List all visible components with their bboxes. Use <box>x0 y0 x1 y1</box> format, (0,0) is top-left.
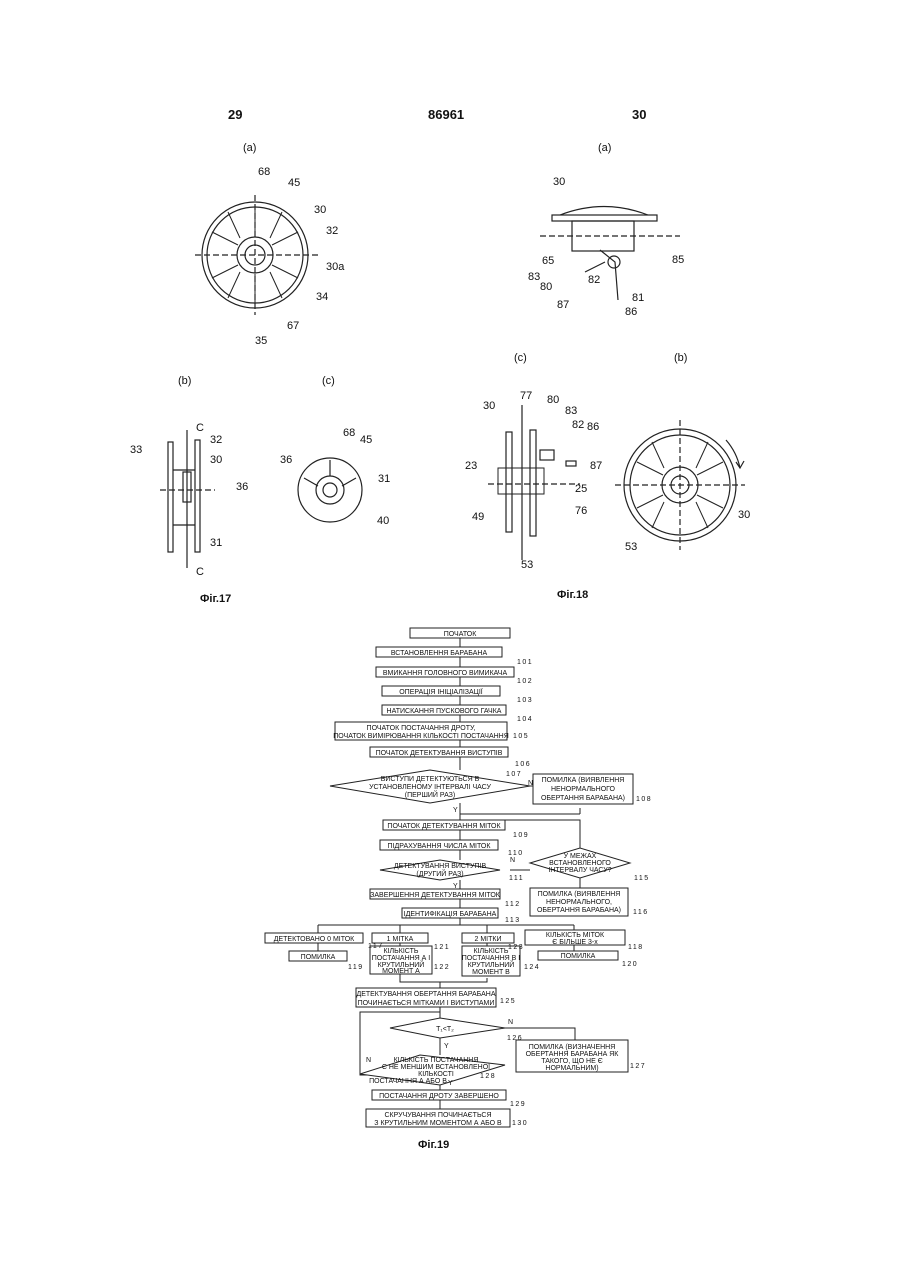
ref-number: 106 <box>515 761 531 768</box>
step-text: СКРУЧУВАННЯ ПОЧИНАЄТЬСЯ <box>384 1112 491 1119</box>
step-text: НАТИСКАННЯ ПУСКОВОГО ГАЧКА <box>387 708 502 715</box>
step-text: КІЛЬКІСТЬ ПОСТАЧАННЯ <box>394 1057 479 1064</box>
step-text: ПОМИЛКА (ВИЯВЛЕННЯ <box>542 777 625 784</box>
step-text: ЗАВЕРШЕННЯ ДЕТЕКТУВАННЯ МІТОК <box>370 892 501 899</box>
step-text: ДЕТЕКТУВАННЯ ВИСТУПІВ <box>394 863 487 870</box>
step-text: ОПЕРАЦІЯ ІНІЦІАЛІЗАЦІЇ <box>399 688 483 696</box>
step-text: ВМИКАННЯ ГОЛОВНОГО ВИМИКАЧА <box>383 670 508 677</box>
step-text: МОМЕНТ В <box>472 969 510 976</box>
step-text: ПОСТАЧАННЯ А АБО В <box>369 1078 447 1085</box>
ref-number: 122 <box>434 964 450 971</box>
ref-number: 120 <box>622 961 638 968</box>
step-text: КІЛЬКІСТЬ <box>474 948 509 955</box>
step-text: КІЛЬКІСТЬ <box>384 948 419 955</box>
step-text: ПОМИЛКА <box>301 954 336 961</box>
step-text: КІЛЬКІСТЬ МІТОК <box>546 932 605 939</box>
ref-number: 112 <box>505 901 521 908</box>
ref-number: 116 <box>633 909 649 916</box>
ref-number: 123 <box>508 944 524 951</box>
step-text: ВСТАНОВЛЕННЯ БАРАБАНА <box>391 650 488 657</box>
ref-number: 125 <box>500 998 516 1005</box>
branch-yes: Y <box>453 883 458 890</box>
ref-number: 126 <box>507 1035 523 1042</box>
ref-number: 117 <box>368 943 384 950</box>
ref-number: 130 <box>512 1120 528 1127</box>
ref-number: 101 <box>517 659 533 666</box>
step-text: НЕНОРМАЛЬНОГО, <box>546 899 612 906</box>
fig19-caption: Фіг.19 <box>418 1140 449 1151</box>
ref-number: 109 <box>513 832 529 839</box>
ref-number: 128 <box>480 1073 496 1080</box>
ref-number: 104 <box>517 716 533 723</box>
branch-yes: Y <box>453 807 458 814</box>
ref-number: 107 <box>506 771 522 778</box>
ref-number: 105 <box>513 733 529 740</box>
branch-no: N <box>508 1019 513 1026</box>
step-text: T₁<T₂ <box>436 1026 454 1033</box>
step-text: ІДЕНТИФІКАЦІЯ БАРАБАНА <box>404 911 497 918</box>
step-text: УСТАНОВЛЕНОМУ ІНТЕРВАЛІ ЧАСУ <box>369 784 491 791</box>
ref-number: 102 <box>517 678 533 685</box>
ref-number: 115 <box>634 875 650 882</box>
step-text: ТАКОГО, ЩО НЕ Є <box>541 1058 603 1065</box>
ref-number: 113 <box>505 917 521 924</box>
branch-no: N <box>528 780 533 787</box>
step-text: З КРУТИЛЬНИМ МОМЕНТОМ А АБО В <box>374 1120 502 1127</box>
step-text: ПОЧАТОК ДЕТЕКТУВАННЯ МІТОК <box>387 823 501 830</box>
step-text: Є БІЛЬШЕ 3-х <box>552 939 598 946</box>
step-text: Є НЕ МЕНШИМ ВСТАНОВЛЕНОЇ <box>382 1063 490 1071</box>
step-text: ПІДРАХУВАННЯ ЧИСЛА МІТОК <box>388 843 492 850</box>
branch-yes: Y <box>448 1080 453 1087</box>
step-text: У МЕЖАХ <box>564 853 597 860</box>
ref-number: 110 <box>508 850 524 857</box>
step-text: НОРМАЛЬНИМ) <box>545 1065 598 1072</box>
step-text: ОБЕРТАННЯ БАРАБАНА) <box>541 795 625 802</box>
step-text: МОМЕНТ А <box>382 968 420 975</box>
step-text: ВСТАНОВЛЕНОГО <box>549 860 611 867</box>
ref-number: 121 <box>434 944 450 951</box>
step-text: ПОЧИНАЄТЬСЯ МІТКАМИ І ВИСТУПАМИ <box>358 1000 495 1007</box>
step-text: 1 МІТКА <box>387 936 414 943</box>
ref-number: 124 <box>524 964 540 971</box>
step-text: ПОМИЛКА (ВИЯВЛЕННЯ <box>538 891 621 898</box>
ref-number: 119 <box>348 964 364 971</box>
step-text: 2 МІТКИ <box>475 936 502 943</box>
step-text: ОБЕРТАННЯ БАРАБАНА) <box>537 907 621 914</box>
step-text: ПОМИЛКА <box>561 953 596 960</box>
step-text: (ПЕРШИЙ РАЗ) <box>405 790 455 799</box>
branch-no: N <box>366 1057 371 1064</box>
step-text: ОБЕРТАННЯ БАРАБАНА ЯК <box>526 1051 620 1058</box>
ref-number: 111 <box>509 875 524 882</box>
step-text: ІНТЕРВАЛУ ЧАСУ? <box>548 867 611 874</box>
step-text: ПОМИЛКА (ВИЗНАЧЕННЯ <box>529 1044 616 1051</box>
step-text: ПОСТАЧАННЯ ДРОТУ ЗАВЕРШЕНО <box>379 1093 499 1100</box>
step-text: ДЕТЕКТОВАНО 0 МІТОК <box>274 936 355 943</box>
step-text: (ДРУГИЙ РАЗ) <box>416 869 463 878</box>
ref-number: 129 <box>510 1101 526 1108</box>
step-text: КІЛЬКОСТІ <box>418 1071 454 1078</box>
step-text: ПОСТАЧАННЯ А І <box>372 955 431 962</box>
step-text: ПОЧАТОК ПОСТАЧАННЯ ДРОТУ, <box>367 725 476 732</box>
step-text: ПОСТАЧАННЯ В І <box>462 955 521 962</box>
step-text: ПОЧАТОК ДЕТЕКТУВАННЯ ВИСТУПІВ <box>376 750 503 757</box>
step-text: ДЕТЕКТУВАННЯ ОБЕРТАННЯ БАРАБАНА <box>356 991 495 998</box>
ref-number: 118 <box>628 944 644 951</box>
branch-yes: Y <box>444 1043 449 1050</box>
step-text: КРУТИЛЬНИЙ <box>468 960 515 969</box>
ref-number: 103 <box>517 697 533 704</box>
ref-number: 108 <box>636 796 652 803</box>
step-text: ВИСТУПИ ДЕТЕКТУЮТЬСЯ В <box>381 776 480 783</box>
branch-no: N <box>510 857 515 864</box>
step-text: ПОЧАТОК ВИМІРЮВАННЯ КІЛЬКОСТІ ПОСТАЧАННЯ <box>333 733 509 740</box>
ref-number: 127 <box>630 1063 646 1070</box>
step-text: ПОЧАТОК <box>444 631 478 638</box>
step-text: НЕНОРМАЛЬНОГО <box>551 786 616 793</box>
